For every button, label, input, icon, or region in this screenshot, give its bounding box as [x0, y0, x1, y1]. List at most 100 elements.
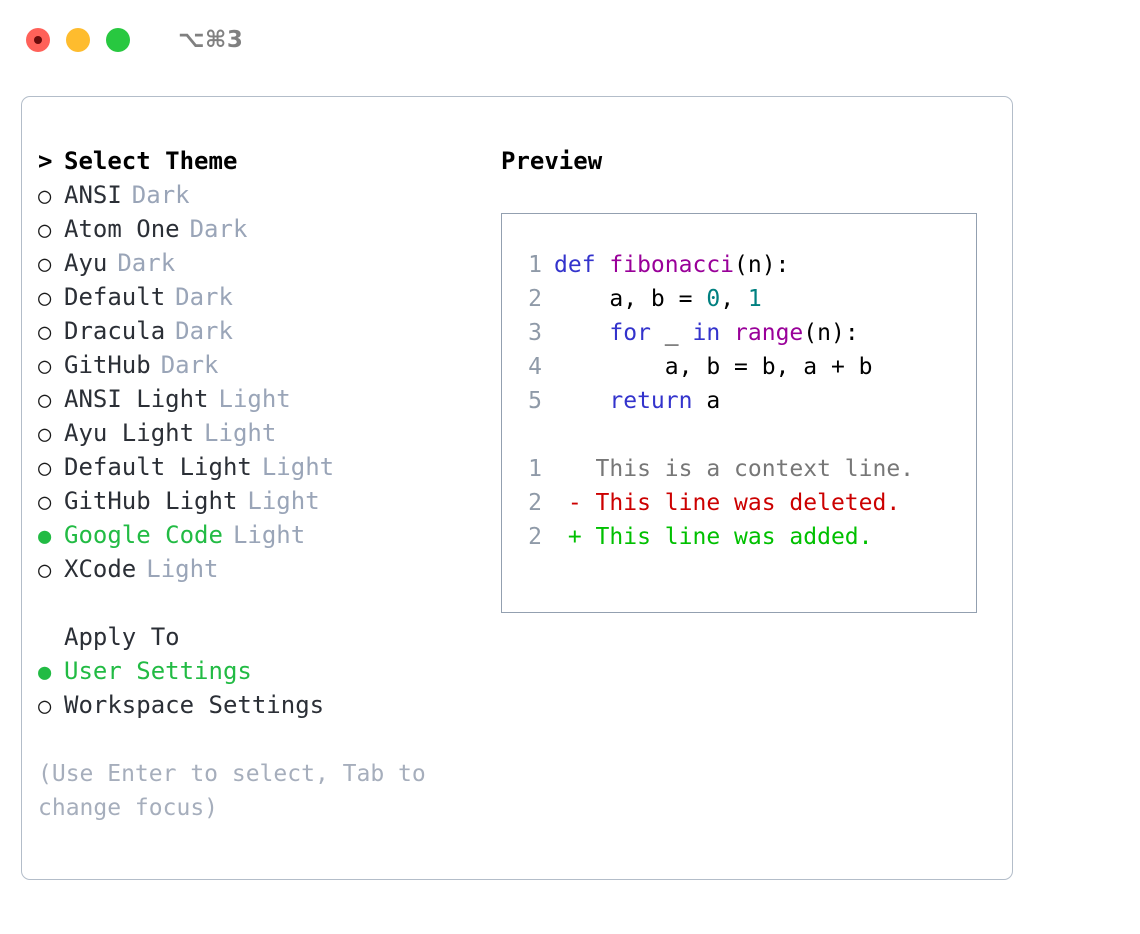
theme-variant-tag: Dark [175, 283, 233, 311]
radio-selected-icon[interactable]: ● [38, 660, 52, 685]
radio-unselected-icon[interactable]: ○ [38, 456, 52, 481]
theme-name: ANSI Light [64, 385, 209, 413]
theme-name: XCode [64, 555, 137, 583]
title-bar: ⌥⌘3 [0, 0, 1140, 80]
code-token: fibonacci [609, 252, 735, 278]
theme-name: Google Code [64, 521, 223, 549]
theme-variant-tag: Dark [131, 181, 190, 209]
code-token: range [734, 320, 804, 346]
code-text: for _ in range(n): [554, 316, 859, 350]
code-token [554, 320, 609, 346]
radio-unselected-icon[interactable]: ○ [38, 184, 52, 209]
line-number: 2 [528, 524, 542, 550]
line-number: 1 [528, 252, 542, 278]
code-token: a, b = [554, 286, 707, 312]
radio-unselected-icon[interactable]: ○ [38, 320, 52, 345]
list-spacer [38, 589, 498, 623]
code-line: 2 - This line was deleted. [502, 486, 976, 520]
theme-variant-tag: Dark [160, 351, 219, 379]
code-line: 5 return a [502, 384, 976, 418]
theme-variant-tag: Light [232, 521, 306, 549]
code-line: 1 This is a context line. [502, 452, 976, 486]
theme-list-item[interactable]: ○ GitHub Dark [38, 351, 498, 385]
apply-to-option[interactable]: ○ Workspace Settings [38, 691, 498, 725]
theme-name: ANSI [64, 181, 122, 209]
code-text: This is a context line. [554, 452, 915, 486]
code-token: for [609, 320, 651, 346]
preview-title: Preview [501, 147, 603, 175]
code-token: - This line was deleted. [554, 490, 901, 516]
radio-unselected-icon[interactable]: ○ [38, 286, 52, 311]
theme-name: Default [64, 283, 166, 311]
radio-unselected-icon[interactable]: ○ [38, 252, 52, 277]
code-line [502, 418, 976, 452]
code-line: 4 a, b = b, a + b [502, 350, 976, 384]
radio-unselected-icon[interactable]: ○ [38, 388, 52, 413]
radio-unselected-icon[interactable]: ○ [38, 354, 52, 379]
line-number: 4 [528, 354, 542, 380]
theme-name: Default Light [64, 453, 252, 481]
line-number: 1 [528, 456, 542, 482]
traffic-lights [26, 28, 130, 52]
radio-unselected-icon[interactable]: ○ [38, 558, 52, 583]
radio-unselected-icon[interactable]: ○ [38, 490, 52, 515]
code-token: 0 [706, 286, 721, 312]
radio-selected-icon[interactable]: ● [38, 524, 52, 549]
line-number [502, 418, 554, 452]
theme-list-item[interactable]: ○ GitHub Light Light [38, 487, 498, 521]
code-text: a, b = 0, 1 [554, 282, 762, 316]
code-token: (n): [734, 252, 790, 278]
code-token [554, 388, 609, 414]
code-token: in [692, 320, 721, 346]
line-number: 3 [528, 320, 542, 346]
apply-to-option[interactable]: ● User Settings [38, 657, 498, 691]
apply-to-label: Workspace Settings [64, 691, 325, 719]
theme-list-item[interactable]: ○ ANSI Dark [38, 181, 498, 215]
code-token: a [692, 388, 721, 414]
code-token [554, 422, 568, 448]
radio-unselected-icon[interactable]: ○ [38, 422, 52, 447]
code-text [554, 418, 568, 452]
code-token: 1 [747, 286, 762, 312]
radio-unselected-icon[interactable]: ○ [38, 218, 52, 243]
keyboard-shortcut-label: ⌥⌘3 [178, 27, 244, 53]
code-text: def fibonacci(n): [554, 248, 789, 282]
apply-to-title: Apply To [64, 623, 180, 651]
prompt-caret-icon: > [38, 147, 53, 175]
code-token: return [609, 388, 693, 414]
theme-list-item[interactable]: ○ Default Dark [38, 283, 498, 317]
code-token: (n): [803, 320, 859, 346]
code-line: 3 for _ in range(n): [502, 316, 976, 350]
code-text: + This line was added. [554, 520, 873, 554]
theme-name: GitHub Light [64, 487, 238, 515]
code-line: 1 def fibonacci(n): [502, 248, 976, 282]
apply-to-options: ● User Settings ○ Workspace Settings [38, 657, 498, 725]
apply-to-label: User Settings [64, 657, 252, 685]
radio-unselected-icon[interactable]: ○ [38, 694, 52, 719]
line-number: 5 [528, 388, 542, 414]
line-number: 2 [528, 490, 542, 516]
theme-variant-tag: Light [247, 487, 320, 515]
maximize-button[interactable] [106, 28, 130, 52]
theme-name: GitHub [64, 351, 151, 379]
theme-name: Ayu Light [64, 419, 195, 447]
close-button[interactable] [26, 28, 50, 52]
apply-to-header: ○ Apply To [38, 623, 498, 657]
select-theme-header: > Select Theme [38, 147, 498, 181]
code-token: _ [650, 320, 693, 346]
minimize-button[interactable] [66, 28, 90, 52]
code-token: + This line was added. [554, 524, 873, 550]
theme-list-item[interactable]: ● Google Code Light [38, 521, 498, 555]
code-text: a, b = b, a + b [554, 350, 873, 384]
